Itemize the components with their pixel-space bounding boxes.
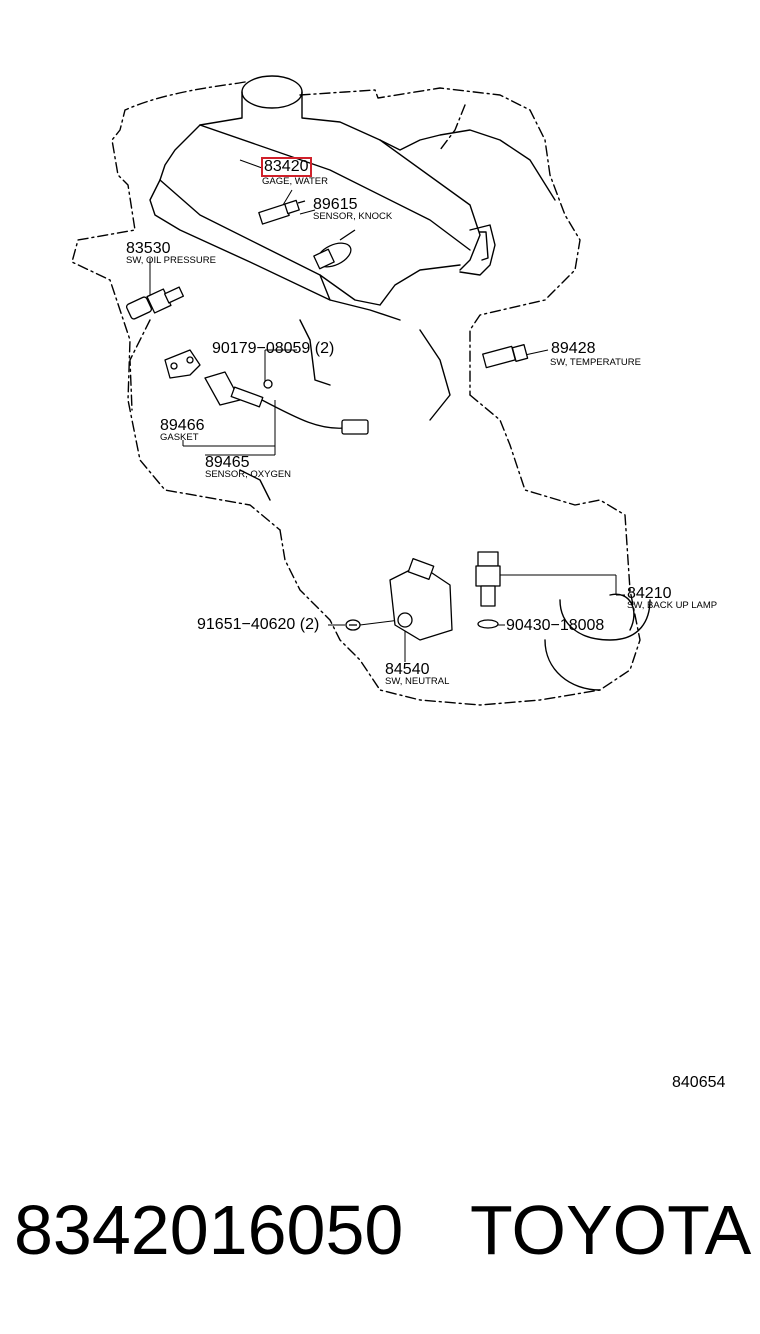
part-label-91651[interactable]: 91651−40620 (2) bbox=[197, 616, 320, 633]
oxygen-sensor-part bbox=[204, 371, 369, 435]
part-desc-83420: GAGE, WATER bbox=[262, 176, 328, 187]
part-label-89465[interactable]: 89465 bbox=[205, 454, 250, 471]
part-label-89466[interactable]: 89466 bbox=[160, 417, 205, 434]
part-label-83420[interactable]: 83420 bbox=[261, 157, 312, 177]
engine-diagram bbox=[71, 75, 651, 706]
back-up-lamp-switch-part bbox=[475, 551, 501, 629]
part-desc-89428: SW, TEMPERATURE bbox=[550, 357, 641, 368]
part-label-89615[interactable]: 89615 bbox=[313, 196, 358, 213]
part-desc-89615: SENSOR, KNOCK bbox=[313, 211, 393, 222]
part-desc-84210: SW, BACK UP LAMP bbox=[627, 600, 718, 611]
illustration-code: 840654 bbox=[672, 1074, 726, 1091]
part-label-83530[interactable]: 83530 bbox=[126, 240, 171, 257]
neutral-switch-part bbox=[389, 558, 453, 641]
part-label-90430[interactable]: 90430−18008 bbox=[506, 617, 605, 634]
footer-brand: TOYOTA bbox=[470, 1191, 752, 1269]
part-label-90179[interactable]: 90179−08059 (2) bbox=[212, 340, 335, 357]
temperature-switch-part bbox=[482, 344, 529, 369]
transmission-housing bbox=[544, 593, 651, 691]
footer-part-number: 8342016050 bbox=[14, 1191, 404, 1269]
part-label-89428[interactable]: 89428 bbox=[551, 340, 596, 357]
gasket-part bbox=[164, 349, 201, 379]
part-label-84540[interactable]: 84540 bbox=[385, 661, 430, 678]
cylinder-head bbox=[149, 75, 556, 501]
part-desc-89465: SENSOR, OXYGEN bbox=[205, 469, 292, 480]
part-desc-84540: SW, NEUTRAL bbox=[385, 676, 450, 687]
oil-pressure-switch-part bbox=[125, 286, 185, 320]
washer-part bbox=[345, 619, 361, 631]
knock-sensor-part bbox=[313, 229, 356, 270]
part-label-84210[interactable]: 84210 bbox=[627, 585, 672, 602]
part-desc-89466: GASKET bbox=[160, 432, 199, 443]
water-gage-part bbox=[258, 199, 306, 225]
part-desc-83530: SW, OIL PRESSURE bbox=[126, 255, 216, 266]
engine-outline bbox=[71, 81, 641, 706]
